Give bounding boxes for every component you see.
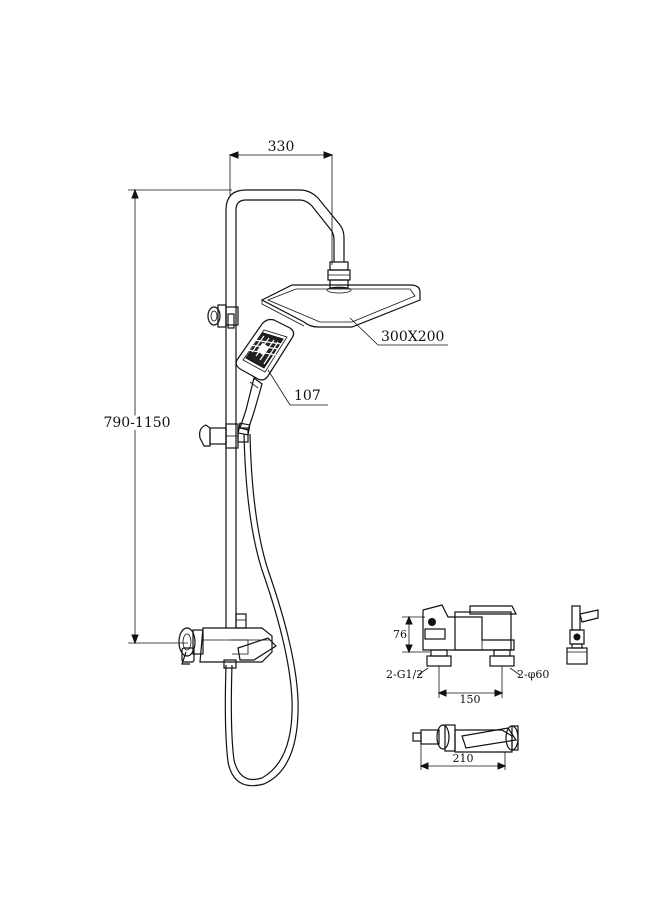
hand-shower-nozzles	[245, 332, 284, 369]
escutcheon-diameter-label: 2-φ60	[517, 668, 549, 681]
mixer-side-view	[566, 605, 599, 665]
height-label: 790-1150	[103, 415, 170, 431]
shower-riser	[225, 189, 345, 628]
arm-length-label: 330	[268, 139, 295, 155]
mixer-top-view: 210	[412, 724, 519, 770]
mixer-width-label: 210	[453, 752, 474, 765]
overhead-size-callout: 300X200	[349, 317, 448, 346]
hand-shower-size-label: 107	[294, 388, 321, 404]
wall-bracket-top	[207, 304, 239, 329]
slide-holder	[199, 423, 249, 449]
overhead-size-label: 300X200	[381, 329, 444, 345]
shower-hose	[224, 433, 299, 787]
inlet-thread-label: 2-G1/2	[386, 668, 423, 681]
hand-shower	[235, 318, 295, 436]
riser-bottom-connector	[235, 613, 247, 629]
mixer-height-label: 76	[393, 628, 407, 641]
arm-length-dimension: 330	[228, 139, 334, 265]
height-dimension: 790-1150	[100, 188, 232, 645]
hand-shower-size-callout: 107	[267, 369, 328, 406]
mixer-front-view: 76 150 2-G1/2 2-φ60	[386, 604, 549, 706]
overhead-shower-head	[260, 261, 421, 328]
mixer-valve	[178, 627, 277, 669]
inlet-spacing-label: 150	[460, 693, 481, 706]
